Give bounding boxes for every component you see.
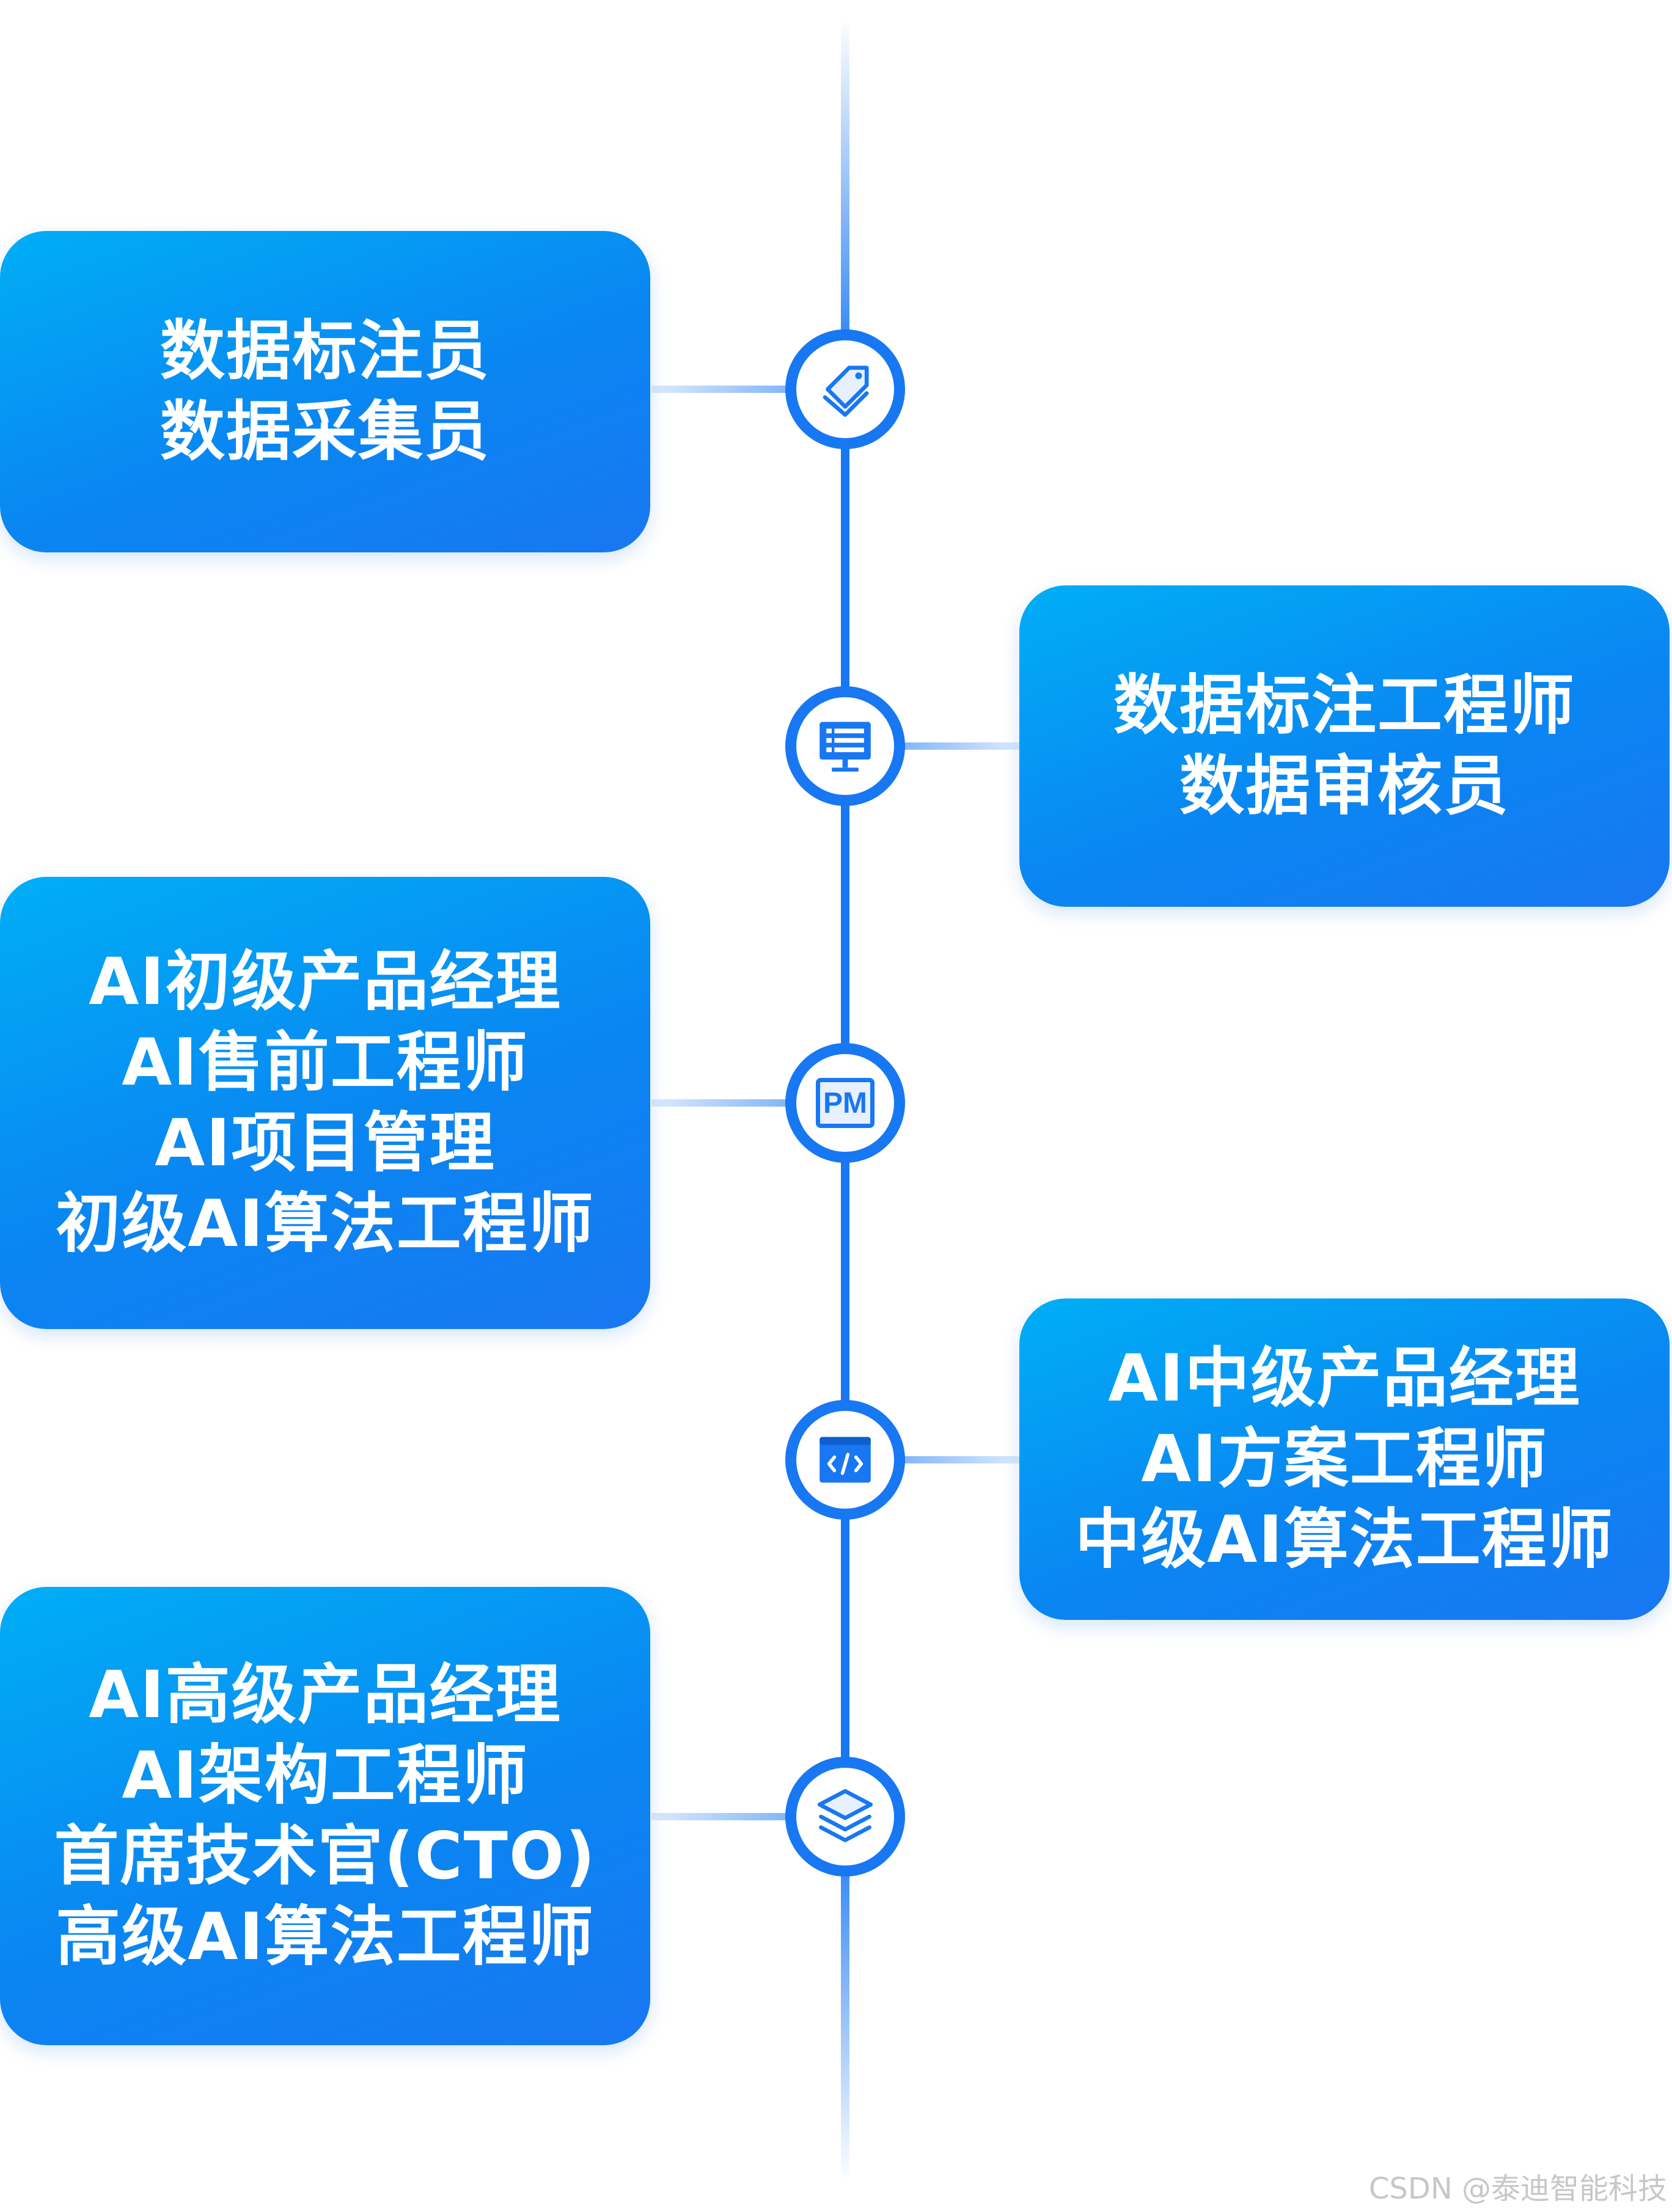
stage-5-line-1: AI高级产品经理 <box>89 1657 562 1732</box>
stage-node-1 <box>785 329 905 449</box>
stage-4-line-2: AI方案工程师 <box>1141 1421 1548 1496</box>
stage-4-line-1: AI中级产品经理 <box>1108 1341 1581 1416</box>
code-window-icon <box>820 1437 871 1483</box>
tag-icon <box>823 365 869 417</box>
spine-top-fade <box>841 18 849 391</box>
connector-3 <box>651 1099 792 1107</box>
stage-node-4 <box>785 1400 905 1520</box>
stage-node-3: PM <box>785 1043 905 1163</box>
spine-bottom-fade <box>841 1815 849 2181</box>
layers-icon <box>817 1789 873 1842</box>
stage-box-5: AI高级产品经理 AI架构工程师 首席技术官(CTO) 高级AI算法工程师 <box>0 1587 650 2045</box>
stage-node-5 <box>785 1757 905 1877</box>
stage-1-line-2: 数据采集员 <box>160 394 490 469</box>
stage-box-3: AI初级产品经理 AI售前工程师 AI项目管理 初级AI算法工程师 <box>0 877 650 1329</box>
stage-3-line-3: AI项目管理 <box>155 1105 496 1181</box>
connector-4 <box>898 1456 1021 1463</box>
stage-3-line-4: 初级AI算法工程师 <box>56 1186 595 1261</box>
stage-3-line-2: AI售前工程师 <box>122 1025 529 1100</box>
stage-box-2: 数据标注工程师 数据审核员 <box>1019 585 1670 907</box>
stage-5-line-3: 首席技术官(CTO) <box>54 1818 596 1894</box>
connector-2 <box>898 742 1021 750</box>
stage-4-line-3: 中级AI算法工程师 <box>1075 1502 1614 1577</box>
pm-icon: PM <box>816 1078 875 1128</box>
monitor-list-icon <box>820 722 871 772</box>
stage-5-line-4: 高级AI算法工程师 <box>56 1899 595 1974</box>
stage-5-line-2: AI架构工程师 <box>122 1738 529 1813</box>
connector-5 <box>651 1813 792 1820</box>
stage-box-4: AI中级产品经理 AI方案工程师 中级AI算法工程师 <box>1019 1298 1670 1620</box>
connector-1 <box>651 386 792 393</box>
stage-node-2 <box>785 686 905 806</box>
stage-1-line-1: 数据标注员 <box>160 313 490 389</box>
stage-box-1: 数据标注员 数据采集员 <box>0 231 650 552</box>
stage-3-line-1: AI初级产品经理 <box>89 944 562 1019</box>
watermark-text: CSDN @泰迪智能科技 <box>1368 2172 1667 2206</box>
stage-2-line-2: 数据审核员 <box>1179 749 1509 824</box>
stage-2-line-1: 数据标注工程师 <box>1113 668 1575 743</box>
